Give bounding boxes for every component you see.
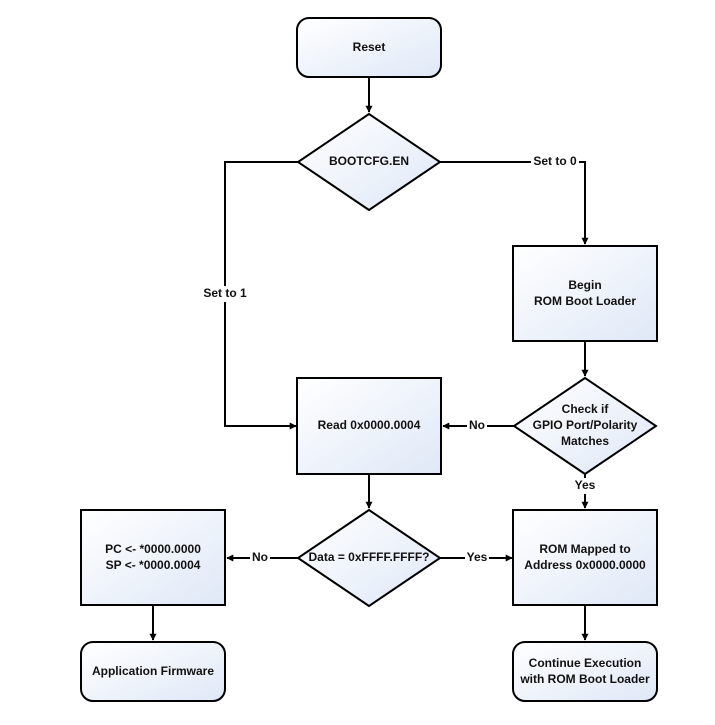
edge-labels: Set to 0 Set to 1 No Yes No Yes	[200, 154, 597, 566]
edge-label-set-to-1: Set to 1	[203, 286, 247, 300]
node-continue-line1: Continue Execution	[529, 656, 642, 670]
edge-bootcfg-to-begin-rom	[440, 161, 589, 245]
node-rom-mapped-line2: Address 0x0000.0000	[524, 558, 646, 572]
node-begin-rom-line2: ROM Boot Loader	[534, 294, 636, 308]
node-continue-execution: Continue Execution with ROM Boot Loader	[512, 641, 658, 702]
node-pc-sp-line1: PC <- *0000.0000	[105, 542, 201, 556]
node-data-check-decision: Data = 0xFFFF.FFFF?	[296, 508, 442, 608]
node-pc-sp-line2: SP <- *0000.0004	[106, 558, 201, 572]
node-application-firmware: Application Firmware	[80, 641, 226, 702]
node-begin-rom-line1: Begin	[568, 278, 601, 292]
node-bootcfg-decision: BOOTCFG.EN	[296, 112, 442, 212]
node-rom-mapped-line1: ROM Mapped to	[539, 542, 630, 556]
edge-label-set-to-0: Set to 0	[533, 154, 577, 168]
edge-label-gpio-no: No	[469, 418, 485, 432]
node-check-gpio-line1: Check if	[562, 402, 610, 416]
node-pc-sp-load: PC <- *0000.0000 SP <- *0000.0004	[80, 509, 226, 606]
node-reset: Reset	[296, 17, 442, 78]
edge-label-data-yes: Yes	[467, 550, 488, 564]
node-read-address: Read 0x0000.0004	[296, 377, 442, 475]
edge-label-data-no: No	[252, 550, 268, 564]
node-check-gpio-decision: Check if GPIO Port/Polarity Matches	[512, 376, 658, 476]
node-app-firmware-label: Application Firmware	[92, 664, 214, 678]
node-rom-mapped: ROM Mapped to Address 0x0000.0000	[512, 509, 658, 606]
node-reset-label: Reset	[353, 40, 386, 54]
node-read-address-label: Read 0x0000.0004	[318, 418, 421, 432]
node-check-gpio-line2: GPIO Port/Polarity	[533, 418, 638, 432]
node-check-gpio-line3: Matches	[561, 434, 609, 448]
edge-label-gpio-yes: Yes	[575, 478, 596, 492]
node-begin-rom-boot-loader: Begin ROM Boot Loader	[512, 245, 658, 342]
node-bootcfg-label: BOOTCFG.EN	[329, 154, 409, 168]
node-data-check-label: Data = 0xFFFF.FFFF?	[308, 550, 429, 564]
node-continue-line2: with ROM Boot Loader	[519, 672, 650, 686]
